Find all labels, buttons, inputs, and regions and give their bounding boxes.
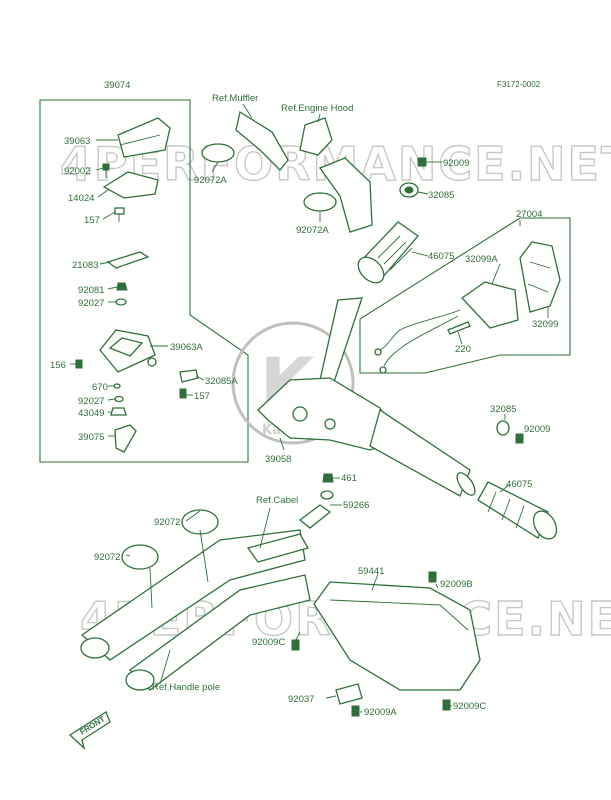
label-ref-handle-pole: Ref.Handle pole [152, 682, 220, 693]
label-ref-muffler: Ref.Muffler [212, 93, 258, 104]
throttle-wires [374, 309, 461, 374]
label-39063: 39063 [64, 136, 90, 147]
label-39058: 39058 [265, 454, 291, 465]
label-32085A: 32085A [205, 376, 238, 387]
screw-157-top [114, 207, 125, 222]
screw-92002 [102, 163, 110, 178]
label-670: 670 [92, 382, 108, 393]
label-59441: 59441 [358, 566, 384, 577]
screw-92009-top [417, 157, 427, 167]
screw-156 [75, 359, 83, 369]
cable-joint-59266 [298, 490, 334, 529]
label-59266: 59266 [343, 500, 369, 511]
label-32099: 32099 [532, 319, 558, 330]
washer-32085-right [496, 420, 510, 436]
clamp-92072-lower [121, 544, 159, 570]
label-92072A-top: 92072A [194, 175, 227, 186]
grip-46075-top [357, 221, 419, 284]
clamp-92072A-bottom [303, 192, 337, 212]
switch-cover-39063 [117, 117, 171, 158]
clip-92037 [335, 683, 363, 705]
label-46075-right: 46075 [506, 479, 532, 490]
label-32085-right: 32085 [490, 404, 516, 415]
screw-92009A [351, 705, 360, 717]
label-ref-engine-hood: Ref.Engine Hood [281, 103, 353, 114]
label-46075-top: 46075 [428, 251, 454, 262]
label-39075: 39075 [78, 432, 104, 443]
label-92009C-left: 92009C [252, 637, 285, 648]
bracket-21083 [106, 251, 150, 269]
label-39074: 39074 [104, 80, 130, 91]
label-156: 156 [50, 360, 66, 371]
label-92081: 92081 [78, 285, 104, 296]
screw-157-bottom [179, 388, 187, 399]
label-157-bottom: 157 [194, 391, 210, 402]
front-arrow: FRONT [68, 711, 111, 750]
engine-hood-fitting [299, 117, 333, 156]
grip-46075-right [477, 481, 558, 540]
label-92037: 92037 [288, 694, 314, 705]
nut-43049 [110, 407, 127, 416]
screw-220 [447, 321, 471, 335]
lever-39075 [114, 424, 137, 453]
label-92009C-right: 92009C [453, 701, 486, 712]
leader-lines [70, 103, 549, 713]
throttle-case-32099 [519, 241, 561, 313]
label-92072A-bottom: 92072A [296, 225, 329, 236]
label-92072-upper: 92072 [154, 517, 180, 528]
screw-92009C-right [442, 699, 451, 711]
label-32085-top: 32085 [428, 190, 454, 201]
label-92009A: 92009A [364, 707, 397, 718]
label-ref-cable: Ref.Cabel [256, 495, 298, 506]
label-27004: 27004 [516, 209, 542, 220]
label-92072-lower: 92072 [94, 552, 120, 563]
clip-32085A [179, 369, 199, 383]
label-220: 220 [455, 344, 471, 355]
clamp-92072-upper [181, 509, 219, 535]
nut-92081 [116, 282, 128, 291]
label-92002: 92002 [64, 166, 90, 177]
screw-92009B [428, 571, 437, 583]
label-43049: 43049 [78, 408, 104, 419]
assembly-box-27004 [359, 217, 571, 374]
label-14024: 14024 [68, 193, 94, 204]
muffler-pipe [235, 110, 289, 171]
throttle-cover-32099A [461, 281, 519, 329]
washer-92027-bottom [114, 395, 124, 403]
cap-32085-top [399, 182, 419, 198]
fitting-461 [322, 473, 334, 483]
plate-14024 [102, 171, 159, 199]
label-39063A: 39063A [170, 342, 203, 353]
label-461: 461 [341, 473, 357, 484]
switch-case-39063A [99, 329, 157, 373]
handle-pole-39058 [257, 297, 476, 497]
screw-92009-right [515, 433, 524, 444]
figure-code: F3172-0002 [497, 80, 541, 89]
label-32099A: 32099A [465, 254, 498, 265]
label-92027-top: 92027 [78, 298, 104, 309]
clamp-92072A-top [201, 143, 235, 163]
screw-92009C-left [291, 639, 300, 651]
label-157-top: 157 [84, 215, 100, 226]
label-92009-top: 92009 [443, 158, 469, 169]
cover-59441 [313, 581, 481, 691]
rubber-hose [318, 157, 373, 233]
handle-pole-arm [80, 529, 311, 691]
ring-670 [113, 383, 121, 389]
label-21083: 21083 [72, 260, 98, 271]
label-92009B: 92009B [440, 579, 473, 590]
label-92009-right: 92009 [524, 424, 550, 435]
washer-92027-top [115, 298, 127, 306]
label-92027-bottom: 92027 [78, 396, 104, 407]
assembly-box-39074 [39, 99, 249, 463]
